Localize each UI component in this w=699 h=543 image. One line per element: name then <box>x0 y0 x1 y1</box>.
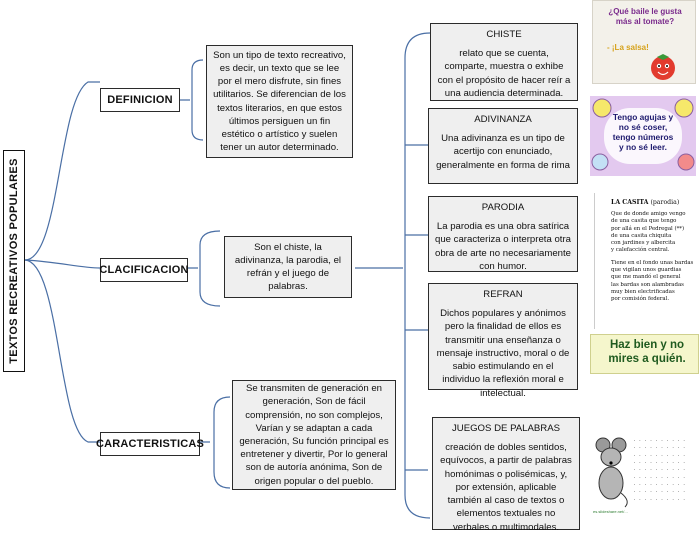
types-ticks <box>405 144 428 471</box>
label-clasificacion: CLACIFICACION <box>99 258 188 282</box>
juegos-image: . . . . . . . . . .. . . . . . . . . .. … <box>589 429 699 521</box>
chiste-question-line: más al tomate? <box>615 17 675 26</box>
main-title-box: TEXTOS RECREATIVOS POPULARES <box>3 150 25 372</box>
label-definicion: DEFINICION <box>100 88 180 112</box>
caracteristicas-box: Se transmiten de generación en generació… <box>232 380 396 490</box>
type-box-chiste: CHISTE relato que se cuenta, comparte, m… <box>430 23 578 101</box>
adivinanza-line: Tengo agujas y <box>612 112 674 122</box>
refran-image: Haz bien y no mires a quién. <box>590 334 699 374</box>
parodia-verse: de una casita chiquita <box>611 232 672 239</box>
type-box-refran: REFRAN Dichos populares y anónimos pero … <box>428 283 578 399</box>
chiste-image: ¿Qué baile le gusta más al tomate? - ¡La… <box>592 0 696 84</box>
adivinanza-image: Tengo agujas y no sé coser, tengo número… <box>590 96 696 176</box>
type-title: REFRAN <box>483 289 523 300</box>
tomato-icon <box>651 54 675 80</box>
spine-connector-bottom <box>24 259 100 443</box>
clasificacion-text: Son el chiste, la adivinanza, la parodia… <box>234 241 342 293</box>
chiste-answer: - ¡La salsa! <box>607 43 649 52</box>
parodia-image: LA CASITA (parodia) Que de donde amigo v… <box>594 193 699 329</box>
definicion-text: Son un tipo de texto recreativo, es deci… <box>213 49 346 154</box>
refran-line: mires a quién. <box>608 353 686 366</box>
adivinanza-line: y no sé leer. <box>619 142 667 153</box>
bracket-types <box>355 32 431 519</box>
parodia-verse: por comisión federal. <box>611 296 670 303</box>
bracket-caracteristicas <box>200 396 231 489</box>
definicion-box: Son un tipo de texto recreativo, es deci… <box>206 45 353 158</box>
parodia-verse: y calefacción central. <box>611 247 670 254</box>
parodia-verse: que vigilan unos guardias <box>611 267 682 274</box>
parodia-subtitle: (parodia) <box>650 199 680 206</box>
spine-connector <box>24 81 100 261</box>
parodia-title: LA CASITA <box>611 199 649 206</box>
parodia-verse: muy bien electrificadas <box>611 288 675 295</box>
label-caracteristicas: CARACTERISTICAS <box>96 432 204 456</box>
parodia-verse: Tiene en el fondo unas bardas <box>611 259 694 266</box>
type-text: Una adivinanza es un tipo de acertijo co… <box>436 133 570 171</box>
parodia-verse: con jardines y albercita <box>611 240 676 247</box>
type-box-juegos: JUEGOS DE PALABRAS creación de dobles se… <box>432 417 580 533</box>
parodia-verse: Que de donde amigo vengo <box>611 211 686 217</box>
parodia-verse: por allá en el Pedregal (**) <box>611 225 685 232</box>
mouse-icon <box>595 437 628 508</box>
spine-connector-mid <box>24 259 101 269</box>
main-title: TEXTOS RECREATIVOS POPULARES <box>8 158 20 364</box>
type-box-parodia: PARODIA La parodia es una obra satírica … <box>428 196 578 272</box>
bracket-clasificacion <box>188 230 221 307</box>
caracteristicas-text: Se transmiten de generación en generació… <box>239 383 389 487</box>
adivinanza-line: tengo números <box>612 132 674 143</box>
parodia-verse: que me mandó el general <box>611 274 681 281</box>
clock-icon <box>591 98 695 171</box>
type-title: JUEGOS DE PALABRAS <box>451 423 561 434</box>
type-title: ADIVINANZA <box>474 114 532 125</box>
bracket-definicion <box>180 59 204 141</box>
refran-line: Haz bien y no <box>609 339 685 351</box>
type-text: creación de dobles sentidos, equívocos, … <box>440 442 572 533</box>
parodia-verse: las bardas son alambradas <box>611 281 684 288</box>
type-text: Dichos populares y anónimos pero la fina… <box>436 308 570 399</box>
adivinanza-line: no sé coser, <box>618 122 668 133</box>
type-text: La parodia es una obra satírica que cara… <box>435 221 571 272</box>
parodia-verse: de una casita que tengo <box>611 218 677 225</box>
type-title: PARODIA <box>481 202 525 213</box>
chiste-question-line: ¿Qué baile le gusta <box>608 7 682 16</box>
type-box-adivinanza: ADIVINANZA Una adivinanza es un tipo de … <box>428 108 578 184</box>
type-text: relato que se cuenta, comparte, muestra … <box>437 48 571 99</box>
type-title: CHISTE <box>486 29 522 40</box>
clasificacion-box: Son el chiste, la adivinanza, la parodia… <box>224 236 352 298</box>
juegos-credit: es.slideshare.net/... <box>593 509 628 514</box>
